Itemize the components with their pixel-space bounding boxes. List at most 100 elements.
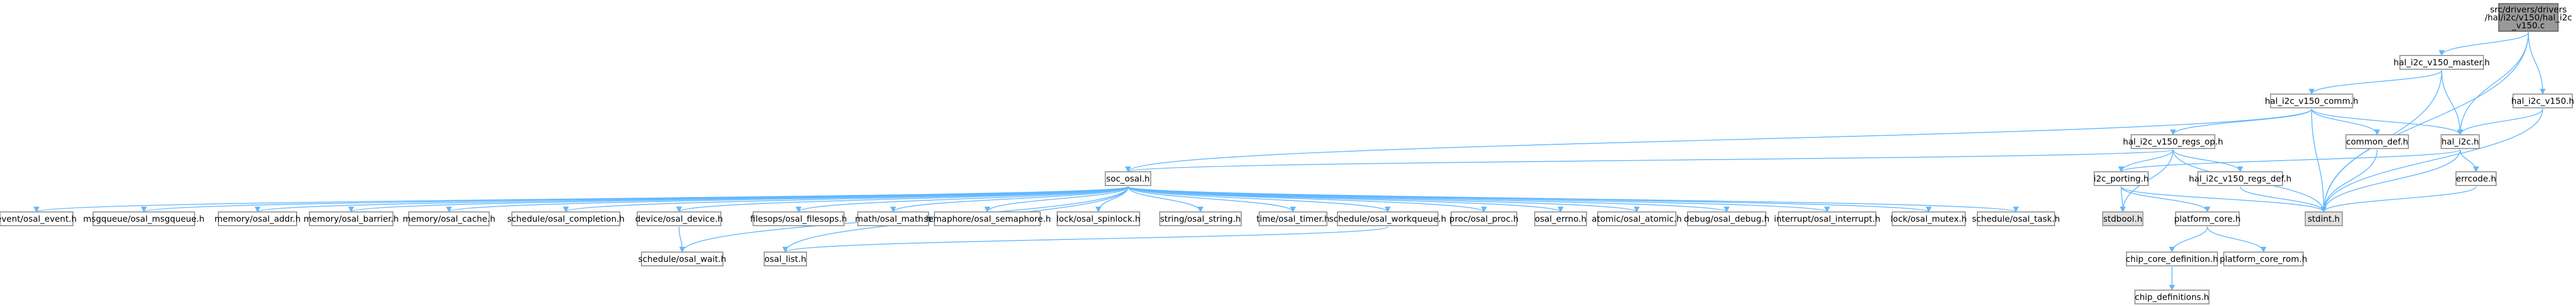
node-box <box>0 211 74 226</box>
graph-node-chipcoredef[interactable]: chip_core_definition.h <box>2126 252 2219 266</box>
node-box <box>2455 171 2497 186</box>
node-box <box>857 211 929 226</box>
graph-node-n17[interactable]: atomic/osal_atomic.h <box>1592 211 1682 226</box>
graph-node-n11[interactable]: lock/osal_spinlock.h <box>1057 211 1141 226</box>
node-box <box>1057 211 1140 226</box>
node-label: hal_i2c_v150_master.h <box>2394 58 2490 68</box>
graph-node-n9[interactable]: math/osal_math.h <box>855 211 932 226</box>
graph-node-root[interactable]: src/drivers/drivers/hal/i2c/v150/hal_i2c… <box>2485 3 2572 32</box>
node-box <box>408 211 490 226</box>
graph-node-n5[interactable]: memory/osal_cache.h <box>402 211 496 226</box>
graph-node-platcore[interactable]: platform_core.h <box>2174 211 2241 226</box>
graph-node-comm[interactable]: hal_i2c_v150_comm.h <box>2265 94 2359 108</box>
graph-node-list[interactable]: osal_list.h <box>764 252 807 266</box>
edge-v150h-to-stdint <box>2321 108 2543 213</box>
node-label: memory/osal_addr.h <box>214 214 300 225</box>
node-label: time/osal_timer.h <box>1257 214 1330 225</box>
graph-node-n16[interactable]: osal_errno.h <box>1534 211 1587 226</box>
edge-soc-to-n5 <box>446 186 1129 213</box>
edge-soc-to-n19 <box>1127 186 1830 213</box>
node-box <box>2305 211 2343 226</box>
node-box <box>218 211 297 226</box>
graph-node-n19[interactable]: interrupt/osal_interrupt.h <box>1774 211 1881 226</box>
node-label: schedule/osal_completion.h <box>507 214 625 225</box>
node-box <box>1337 211 1438 226</box>
graph-node-n8[interactable]: filesops/osal_filesops.h <box>750 211 847 226</box>
node-label: chip_core_definition.h <box>2126 254 2219 265</box>
node-label: semaphore/osal_semaphore.h <box>924 214 1051 225</box>
graph-node-n1[interactable]: event/osal_event.h <box>0 211 77 226</box>
node-box <box>1534 211 1587 226</box>
edge-platcore-to-chipcoredef <box>2169 226 2208 253</box>
graph-node-wait[interactable]: schedule/osal_wait.h <box>638 252 726 266</box>
graph-node-platrom[interactable]: platform_core_rom.h <box>2220 252 2307 266</box>
node-box <box>2102 211 2143 226</box>
edge-n7-to-wait <box>679 226 685 253</box>
node-box <box>2223 252 2304 266</box>
edge-comm-to-soc <box>1125 108 2312 173</box>
node-label: /hal/i2c/v150/hal_i2c <box>2485 13 2572 23</box>
graph-node-master[interactable]: hal_i2c_v150_master.h <box>2394 55 2490 70</box>
node-box <box>93 211 195 226</box>
graph-node-n12[interactable]: string/osal_string.h <box>1159 211 1242 226</box>
node-box <box>2513 94 2573 108</box>
node-box <box>511 211 620 226</box>
edge-root-to-v150h <box>2528 32 2546 95</box>
node-label: soc_osal.h <box>1106 174 1150 184</box>
edge-regsop-to-regsdef <box>2172 149 2243 173</box>
node-box <box>2270 94 2353 108</box>
node-box <box>309 211 393 226</box>
edge-n14-to-list <box>782 226 1388 253</box>
graph-node-n21[interactable]: schedule/osal_task.h <box>1972 211 2060 226</box>
graph-node-n15[interactable]: proc/osal_proc.h <box>1450 211 1519 226</box>
node-label: src/drivers/drivers <box>2490 5 2567 15</box>
node-label: hal_i2c_v150.h <box>2511 96 2574 107</box>
graph-node-chipdefs[interactable]: chip_definitions.h <box>2134 290 2210 304</box>
graph-node-n3[interactable]: memory/osal_addr.h <box>214 211 301 226</box>
graph-node-regsop[interactable]: hal_i2c_v150_regs_op.h <box>2123 134 2223 149</box>
edge-soc-to-n2 <box>141 186 1129 213</box>
node-label: device/osal_device.h <box>635 214 723 225</box>
graph-node-i2cport[interactable]: i2c_porting.h <box>2094 171 2149 186</box>
nodes-layer: src/drivers/drivers/hal/i2c/v150/hal_i2c… <box>0 3 2574 304</box>
graph-node-n4[interactable]: memory/osal_barrier.h <box>304 211 399 226</box>
graph-node-n13[interactable]: time/osal_timer.h <box>1257 211 1330 226</box>
node-label: hal_i2c_v150_regs_def.h <box>2189 174 2291 184</box>
graph-node-n10[interactable]: semaphore/osal_semaphore.h <box>924 211 1051 226</box>
graph-node-hali2c[interactable]: hal_i2c.h <box>2441 134 2480 149</box>
edge-soc-to-n13 <box>1127 186 1296 213</box>
graph-node-stdint[interactable]: stdint.h <box>2305 211 2343 226</box>
graph-node-n14[interactable]: schedule/osal_workqueue.h <box>1329 211 1446 226</box>
edge-regsop-to-soc <box>1125 149 2174 173</box>
graph-node-errcode[interactable]: errcode.h <box>2455 171 2497 186</box>
edge-i2cport-to-stdint <box>2121 186 2327 213</box>
edge-soc-to-n9 <box>890 186 1129 213</box>
edge-soc-to-n15 <box>1127 186 1487 213</box>
edge-comm-to-stdint <box>2311 108 2327 213</box>
node-box <box>1778 211 1876 226</box>
graph-node-n2[interactable]: msgqueue/osal_msgqueue.h <box>83 211 205 226</box>
node-box <box>1451 211 1517 226</box>
edge-comm-to-regsop <box>2170 108 2312 136</box>
node-box <box>2126 252 2218 266</box>
node-label: lock/osal_mutex.h <box>1891 214 1967 225</box>
graph-node-stdbool[interactable]: stdbool.h <box>2102 211 2143 226</box>
graph-node-n6[interactable]: schedule/osal_completion.h <box>507 211 625 226</box>
node-label: memory/osal_barrier.h <box>304 214 399 225</box>
node-box <box>2094 171 2149 186</box>
graph-node-v150h[interactable]: hal_i2c_v150.h <box>2511 94 2574 108</box>
graph-node-commondef[interactable]: common_def.h <box>2345 134 2409 149</box>
graph-node-n20[interactable]: lock/osal_mutex.h <box>1891 211 1967 226</box>
node-box <box>1687 211 1766 226</box>
node-box <box>753 211 845 226</box>
graph-node-soc[interactable]: soc_osal.h <box>1105 171 1151 186</box>
graph-node-n7[interactable]: device/osal_device.h <box>635 211 723 226</box>
node-box <box>2134 290 2210 304</box>
node-label: _v150.c <box>2511 21 2545 31</box>
node-label: schedule/osal_task.h <box>1972 214 2060 225</box>
node-box <box>2131 134 2215 149</box>
node-label: osal_list.h <box>764 254 806 265</box>
node-box <box>2175 211 2240 226</box>
graph-node-regsdef[interactable]: hal_i2c_v150_regs_def.h <box>2189 171 2291 186</box>
graph-node-n18[interactable]: debug/osal_debug.h <box>1684 211 1770 226</box>
